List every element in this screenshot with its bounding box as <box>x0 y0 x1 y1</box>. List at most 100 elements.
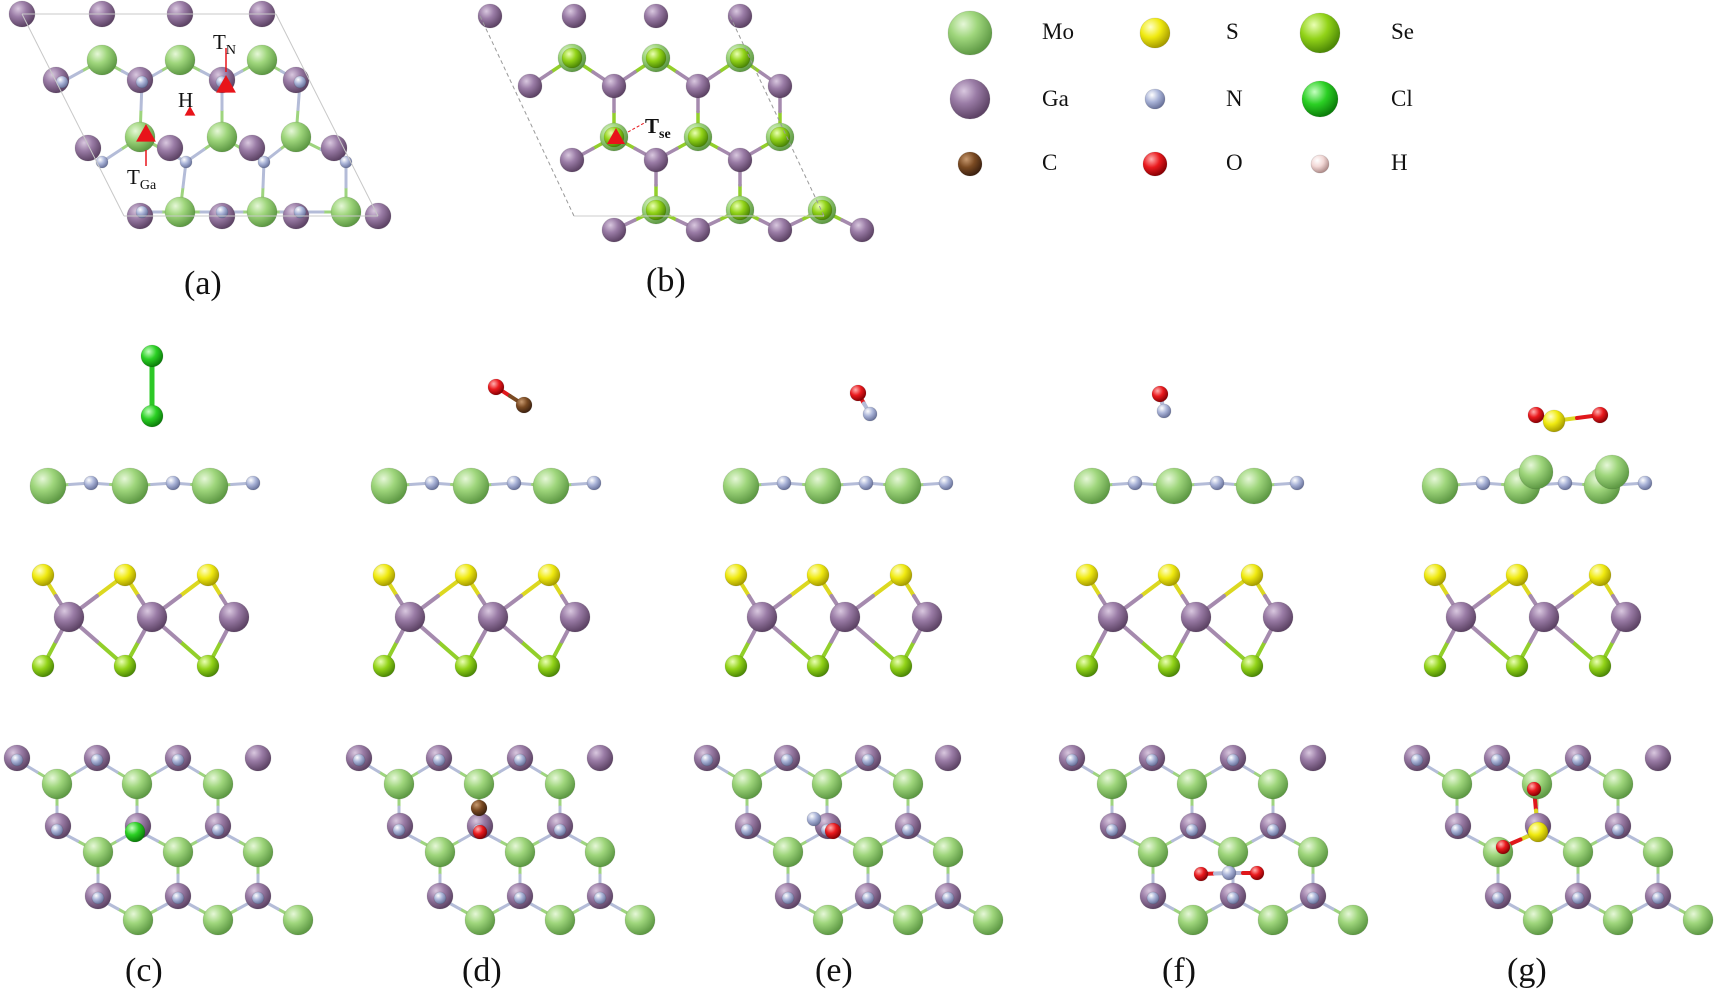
mo-atom <box>1217 836 1249 868</box>
mo-atom <box>812 904 844 936</box>
n-atom <box>83 475 99 491</box>
mo-atom <box>191 467 229 505</box>
mo-atom <box>242 836 274 868</box>
s-atom <box>1240 563 1264 587</box>
se-atom <box>537 654 561 678</box>
ga-atom <box>1299 744 1327 772</box>
n-atom <box>135 205 149 219</box>
ga-atom <box>829 601 861 633</box>
cl-atom <box>124 821 146 843</box>
mo-atom <box>1562 836 1594 868</box>
ga-atom <box>1644 744 1672 772</box>
o-atom <box>849 384 867 402</box>
n-atom <box>1490 753 1504 767</box>
ga-atom <box>586 744 614 772</box>
site-label-h: H <box>178 88 194 112</box>
cell-edge <box>275 13 379 217</box>
mo-atom <box>1257 768 1289 800</box>
mo-atom <box>1642 836 1674 868</box>
n-atom <box>1226 753 1240 767</box>
n-atom <box>586 475 602 491</box>
o-atom <box>1495 839 1511 855</box>
n-atom <box>1146 891 1160 905</box>
se-atom <box>1157 654 1181 678</box>
panel-label-d: (d) <box>462 952 502 989</box>
mo-atom <box>1177 904 1209 936</box>
n-atom <box>392 823 406 837</box>
mo-atom <box>1096 768 1128 800</box>
mo-atom <box>504 836 536 868</box>
n-atom <box>513 891 527 905</box>
n-atom <box>433 891 447 905</box>
o-atom <box>487 378 505 396</box>
n-atom <box>780 753 794 767</box>
n-atom <box>781 891 795 905</box>
s-atom <box>889 563 913 587</box>
ga-atom <box>601 73 627 99</box>
se-atom <box>454 654 478 678</box>
ga-atom <box>911 601 943 633</box>
n-atom <box>135 75 149 89</box>
mo-atom <box>383 768 415 800</box>
mo-atom <box>1337 904 1369 936</box>
o-atom <box>824 822 842 840</box>
n-atom <box>171 753 185 767</box>
se-atom <box>729 47 751 69</box>
h-site-marker <box>184 106 196 116</box>
ga-atom <box>136 601 168 633</box>
site-label-tse: Tse <box>645 114 671 143</box>
mo-atom <box>206 121 238 153</box>
n-atom <box>165 475 181 491</box>
mo-atom <box>164 44 196 76</box>
n-atom <box>1571 891 1585 905</box>
ga-atom <box>727 3 753 29</box>
n-atom <box>1651 891 1665 905</box>
mo-atom <box>122 904 154 936</box>
mo-atom <box>202 904 234 936</box>
n-atom <box>1611 823 1625 837</box>
n-atom <box>257 155 271 169</box>
ga-atom <box>244 744 272 772</box>
mo-atom <box>82 836 114 868</box>
n-atom <box>1226 891 1240 905</box>
n-atom <box>251 891 265 905</box>
se-atom <box>1075 654 1099 678</box>
legend-cl-sphere <box>1301 80 1339 118</box>
s-atom <box>1075 563 1099 587</box>
cl-atom <box>140 344 164 368</box>
o-atom <box>1193 866 1209 882</box>
n-atom <box>553 823 567 837</box>
mo-atom <box>1297 836 1329 868</box>
mo-atom <box>282 904 314 936</box>
mo-atom <box>1235 467 1273 505</box>
n-atom <box>1410 753 1424 767</box>
ga-atom <box>559 147 585 173</box>
panel-label-e: (e) <box>815 952 853 989</box>
n-atom <box>862 406 878 422</box>
mo-atom <box>86 44 118 76</box>
se-atom <box>889 654 913 678</box>
legend-label-se: Se <box>1391 19 1414 44</box>
n-atom <box>776 475 792 491</box>
o-atom <box>472 824 488 840</box>
n-atom <box>1221 865 1237 881</box>
mo-atom <box>532 467 570 505</box>
tga-site-marker <box>136 124 156 142</box>
mo-atom <box>884 467 922 505</box>
n-atom <box>513 753 527 767</box>
mo-atom <box>1441 768 1473 800</box>
c-atom <box>470 799 488 817</box>
mo-atom <box>1594 454 1630 490</box>
s-atom <box>31 563 55 587</box>
s-atom <box>1423 563 1447 587</box>
n-atom <box>211 823 225 837</box>
ga-atom <box>238 134 266 162</box>
se-atom <box>113 654 137 678</box>
se-atom <box>1505 654 1529 678</box>
legend-o-sphere <box>1142 151 1168 177</box>
legend-se-sphere <box>1299 12 1341 54</box>
ga-atom <box>934 744 962 772</box>
mo-atom <box>246 44 278 76</box>
ga-atom <box>218 601 250 633</box>
